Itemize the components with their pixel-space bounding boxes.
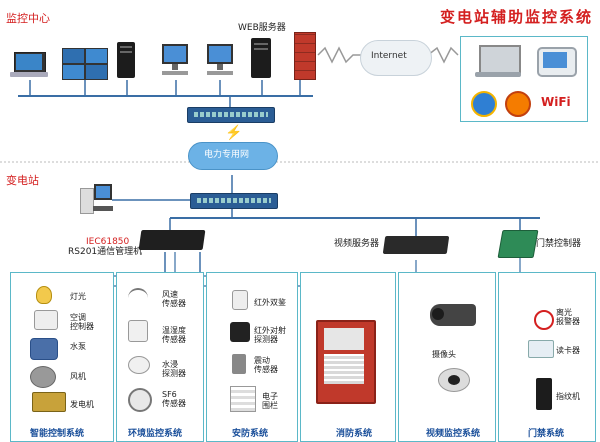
sf6-sensor-label: SF6 传感器 [162, 390, 186, 408]
infrared-beam-detector-icon [230, 322, 250, 342]
monitor-center-label: 监控中心 [6, 12, 50, 25]
ac-controller-icon [34, 310, 58, 330]
laptop-icon [10, 52, 48, 80]
water-pump-label: 水泵 [70, 342, 86, 351]
ie-browser-icon [471, 91, 497, 117]
communication-manager-icon [138, 230, 206, 250]
water-pump-icon [30, 338, 58, 360]
network-switch-icon [187, 107, 275, 123]
sf6-sensor-icon [128, 388, 152, 412]
infrared-beam-detector-label: 红外对射 探测器 [254, 326, 286, 344]
vibration-sensor-icon [232, 354, 246, 374]
smart-control-system-panel [10, 272, 114, 442]
internet-cloud-icon [360, 40, 432, 76]
web-server-label: WEB服务器 [238, 23, 286, 33]
access-system-title: 门禁系统 [528, 429, 565, 439]
water-leak-detector-icon [128, 356, 150, 374]
light-alarm-icon [534, 310, 554, 330]
wind-speed-sensor-icon [128, 288, 148, 308]
vibration-sensor-label: 震动 传感器 [254, 356, 278, 374]
access-controller-label: 门禁控制器 [536, 239, 582, 249]
fingerprint-reader-icon [536, 378, 552, 410]
dome-camera-icon [438, 368, 470, 392]
access-controller-icon [497, 230, 539, 258]
substation-label: 变电站 [6, 174, 39, 187]
temp-humidity-sensor-label: 温湿度 传感器 [162, 326, 186, 344]
wifi-label: WiFi [541, 95, 571, 109]
system-banner-title: 变电站辅助监控系统 [440, 8, 594, 26]
temp-humidity-sensor-icon [128, 320, 148, 342]
power-network-cloud [188, 142, 278, 170]
rs201-label: RS201通信管理机 [68, 247, 143, 257]
generator-label: 发电机 [70, 400, 94, 409]
camera-label: 摄像头 [432, 350, 456, 359]
water-leak-detector-label: 水浸 探测器 [162, 360, 186, 378]
video-monitor-system-title: 视频监控系统 [426, 429, 481, 439]
video-server-label: 视频服务器 [334, 239, 380, 249]
env-monitor-system-title: 环境监控系统 [128, 429, 183, 439]
security-system-title: 安防系统 [232, 429, 269, 439]
desktop-computer-icon [203, 44, 239, 78]
desktop-computer-icon [80, 184, 113, 214]
card-reader-label: 读卡器 [556, 346, 580, 355]
video-wall-icon [62, 48, 108, 80]
smartphone-icon [537, 47, 577, 77]
fingerprint-reader-label: 指纹机 [556, 392, 580, 401]
camera-icon [430, 304, 476, 326]
fire-system-title: 消防系统 [336, 429, 373, 439]
light-alarm-label: 离光 报警器 [556, 308, 580, 326]
lightning-icon: ⚡ [225, 124, 243, 140]
light-label: 灯光 [70, 292, 86, 301]
firefox-browser-icon [505, 91, 531, 117]
remote-access-panel: WiFi [460, 36, 588, 122]
infrared-dual-detector-label: 红外双鉴 [254, 298, 286, 307]
power-network-label: 电力专用网 [204, 150, 250, 160]
electronic-fence-label: 电子 围栏 [262, 392, 278, 410]
iec61850-label: IEC61850 [86, 237, 130, 247]
fire-alarm-panel-icon [316, 320, 376, 404]
wind-speed-sensor-label: 风速 传感器 [162, 290, 186, 308]
server-tower-icon [117, 42, 135, 78]
firewall-icon [294, 32, 316, 80]
ac-controller-label: 空调 控制器 [70, 313, 94, 331]
wifi-icon: WiFi [541, 93, 571, 111]
desktop-computer-icon [158, 44, 194, 78]
web-server-icon [251, 38, 271, 78]
infrared-dual-detector-icon [232, 290, 248, 310]
smart-control-system-title: 智能控制系统 [30, 429, 85, 439]
fan-icon [30, 366, 56, 388]
fan-label: 风机 [70, 372, 86, 381]
video-server-icon [382, 236, 450, 254]
network-switch-icon [190, 193, 278, 209]
video-monitor-system-panel [398, 272, 496, 442]
generator-icon [32, 392, 66, 412]
laptop-icon [475, 45, 521, 79]
card-reader-icon [528, 340, 554, 358]
light-bulb-icon [36, 286, 52, 304]
electronic-fence-icon [230, 386, 256, 412]
internet-label: Internet [371, 51, 407, 61]
